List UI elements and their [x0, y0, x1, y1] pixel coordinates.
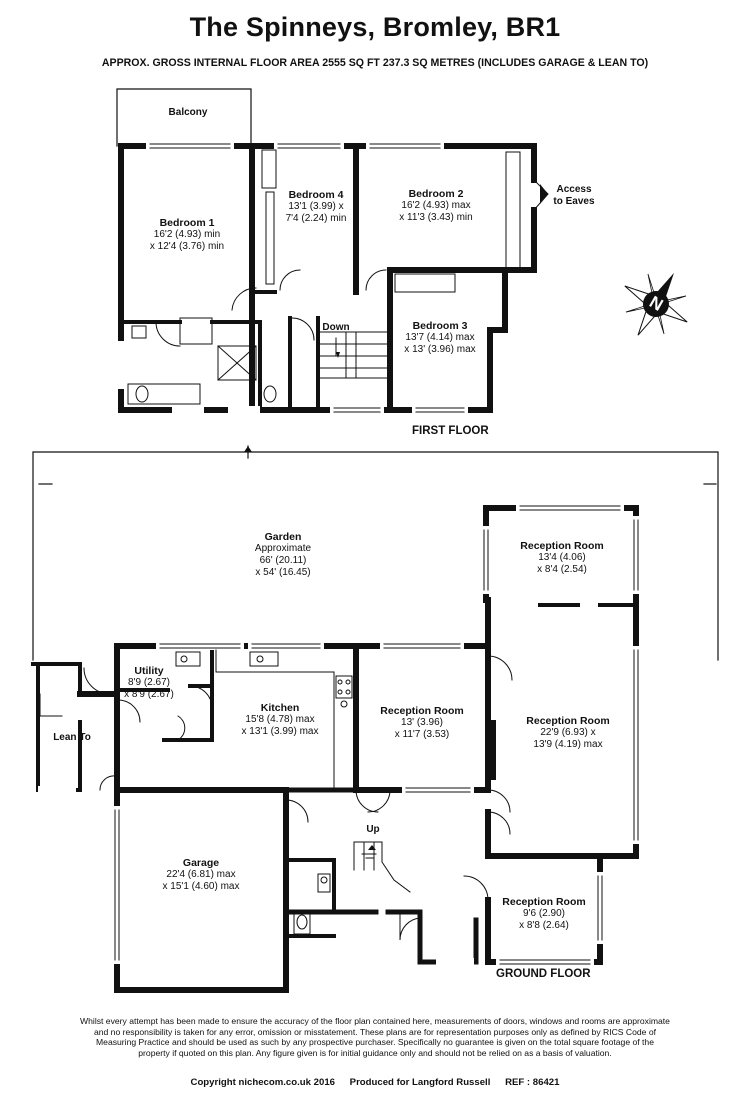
bedroom4-name: Bedroom 4	[288, 189, 344, 201]
reception-large-dim2: 13'9 (4.19) max	[533, 739, 603, 750]
garden-boundary	[32, 451, 719, 661]
footer-ref: REF : 86421	[505, 1077, 560, 1088]
access-line2: to Eaves	[553, 196, 595, 207]
bedroom4-dim1: 13'1 (3.99) x	[288, 201, 344, 212]
bedroom3-walls	[387, 267, 508, 413]
utility-name: Utility	[134, 665, 164, 677]
garden-line3: x 54' (16.45)	[255, 567, 311, 578]
garden-line2: 66' (20.11)	[259, 555, 307, 566]
bath-walls	[119, 320, 262, 412]
bedroom2-name: Bedroom 2	[408, 188, 464, 200]
footer: Copyright nichecom.co.uk 2016 Produced f…	[0, 1077, 750, 1088]
reception-center-label: Reception Room 13' (3.96) x 11'7 (3.53)	[368, 705, 476, 741]
bedroom3-dim2: x 13' (3.96) max	[404, 344, 476, 355]
garage-name: Garage	[182, 857, 220, 869]
floor-area-subtitle: APPROX. GROSS INTERNAL FLOOR AREA 2555 S…	[101, 57, 649, 69]
reception-top-label: Reception Room 13'4 (4.06) x 8'4 (2.54)	[506, 540, 618, 576]
garden-line1: Approximate	[254, 543, 312, 554]
kitchen-inner	[115, 644, 214, 742]
footer-produced: Produced for Langford Russell	[349, 1077, 491, 1088]
reception-center-name: Reception Room	[380, 705, 464, 717]
lean-to-label: Lean To	[53, 732, 91, 743]
kitchen-name: Kitchen	[260, 702, 300, 714]
stairs-up-label: Up	[366, 824, 380, 835]
reception-large-dim1: 22'9 (6.93) x	[540, 727, 596, 738]
reception-small-dim1: 9'6 (2.90)	[523, 908, 565, 919]
reception-top-name: Reception Room	[520, 540, 604, 552]
bedroom1-name: Bedroom 1	[159, 217, 215, 229]
balcony-outline	[116, 88, 252, 147]
reception-large-name: Reception Room	[526, 715, 610, 727]
garage-dim1: 22'4 (6.81) max	[166, 869, 236, 880]
first-floor-label: FIRST FLOOR	[412, 425, 489, 437]
kitchen-label: Kitchen 15'8 (4.78) max x 13'1 (3.99) ma…	[228, 702, 332, 738]
reception-small-label: Reception Room 9'6 (2.90) x 8'8 (2.64)	[494, 896, 594, 932]
reception-top-dim1: 13'4 (4.06)	[538, 552, 586, 563]
kitchen-dim1: 15'8 (4.78) max	[245, 714, 315, 725]
bedroom2-walls	[353, 143, 537, 413]
reception-small-walls	[485, 853, 603, 965]
garage-dim2: x 15'1 (4.60) max	[162, 881, 240, 892]
bedroom2-label: Bedroom 2 16'2 (4.93) max x 11'3 (3.43) …	[386, 188, 486, 224]
kitchen-dim2: x 13'1 (3.99) max	[241, 726, 319, 737]
plan-title: The Spinneys, Bromley, BR1	[189, 12, 561, 42]
bedroom4-dim2: 7'4 (2.24) min	[285, 213, 347, 224]
reception-small-name: Reception Room	[502, 896, 586, 908]
wc-walls	[284, 858, 336, 938]
bedroom4-label: Bedroom 4 13'1 (3.99) x 7'4 (2.24) min	[272, 189, 360, 225]
footer-copyright: Copyright nichecom.co.uk 2016	[190, 1077, 335, 1088]
garage-label: Garage 22'4 (6.81) max x 15'1 (4.60) max	[146, 857, 256, 893]
bedroom2-dim2: x 11'3 (3.43) min	[399, 212, 473, 223]
utility-label: Utility 8'9 (2.67) x 8'9 (2.67)	[118, 665, 180, 701]
bedroom1-walls	[118, 143, 255, 413]
bedroom1-dim2: x 12'4 (3.76) min	[149, 241, 225, 252]
balcony-label: Balcony	[168, 107, 208, 118]
bedroom3-dim1: 13'7 (4.14) max	[405, 332, 475, 343]
garden-label: Garden Approximate 66' (20.11) x 54' (16…	[228, 531, 338, 579]
lean-to-walls	[31, 662, 82, 792]
reception-center-dim1: 13' (3.96)	[401, 717, 443, 728]
access-eaves-label: Access to Eaves	[546, 184, 602, 208]
bedroom3-name: Bedroom 3	[412, 320, 468, 332]
reception-small-dim2: x 8'8 (2.64)	[519, 920, 569, 931]
access-line1: Access	[556, 184, 592, 195]
stairs-down-label: Down	[322, 322, 350, 333]
bedroom2-dim1: 16'2 (4.93) max	[401, 200, 471, 211]
bedroom1-label: Bedroom 1 16'2 (4.93) min x 12'4 (3.76) …	[124, 217, 250, 253]
bedroom3-label: Bedroom 3 13'7 (4.14) max x 13' (3.96) m…	[392, 320, 488, 356]
utility-dim2: x 8'9 (2.67)	[124, 689, 174, 700]
reception-center-dim2: x 11'7 (3.53)	[394, 729, 450, 740]
reception-top-dim2: x 8'4 (2.54)	[537, 564, 587, 575]
reception-large-label: Reception Room 22'9 (6.93) x 13'9 (4.19)…	[512, 715, 624, 751]
utility-dim1: 8'9 (2.67)	[128, 677, 170, 688]
bedroom1-dim1: 16'2 (4.93) min	[153, 229, 221, 240]
compass-icon	[624, 272, 688, 336]
disclaimer-text: Whilst every attempt has been made to en…	[80, 1016, 670, 1058]
garden-name: Garden	[264, 531, 302, 543]
ground-floor-label: GROUND FLOOR	[496, 968, 591, 980]
